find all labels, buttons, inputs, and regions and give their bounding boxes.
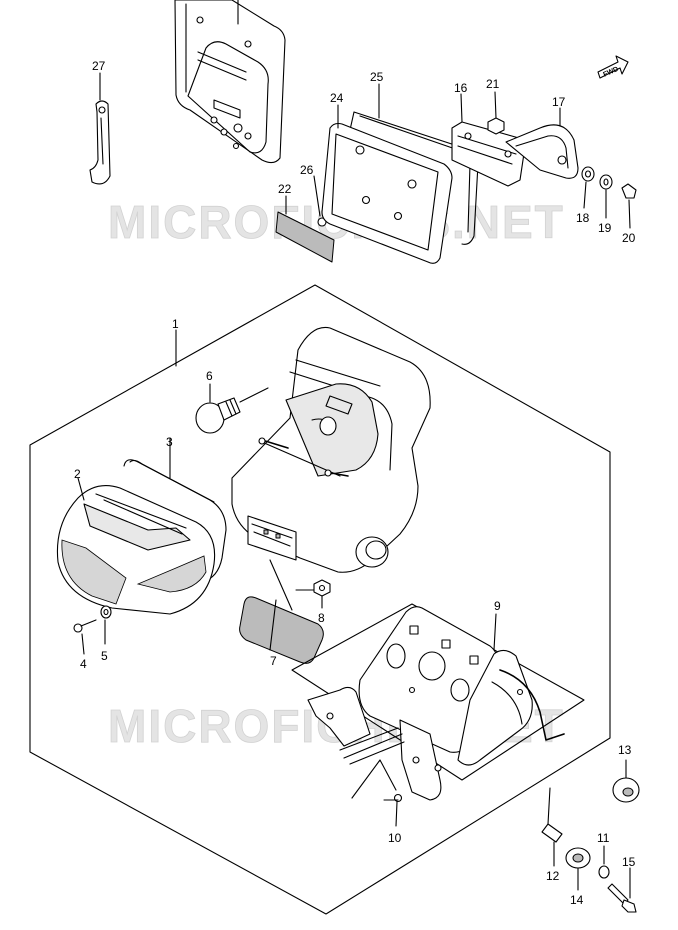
callout-8: 8: [318, 611, 325, 625]
callout-5: 5: [101, 649, 108, 663]
callout-10: 10: [388, 831, 402, 845]
part-17-housing: [505, 107, 579, 179]
part-12-connector: [541, 787, 563, 867]
callout-27: 27: [92, 59, 106, 73]
callout-2: 2: [74, 467, 81, 481]
callout-9: 9: [494, 599, 501, 613]
part-9-harness: [291, 603, 585, 801]
callout-13: 13: [618, 743, 632, 757]
callout-7: 7: [270, 654, 277, 668]
part-20-screw: [621, 183, 637, 229]
part-14-grommet: [565, 847, 591, 891]
callout-1: 1: [172, 317, 179, 331]
part-15-bolt: [607, 867, 637, 913]
part-5-washer: [100, 605, 112, 645]
callout-6: 6: [206, 369, 213, 383]
callout-11: 11: [597, 831, 610, 845]
callout-15: 15: [622, 855, 636, 869]
callout-17: 17: [552, 95, 566, 109]
part-4-screw: [73, 619, 97, 655]
part-13-grommet: [612, 759, 640, 803]
callout-25: 25: [370, 70, 384, 84]
assembly-frame: [29, 284, 611, 915]
callout-22: 22: [278, 182, 292, 196]
callout-14: 14: [570, 893, 584, 907]
part-19-washer: [599, 174, 613, 219]
part-16-bracket: [451, 93, 527, 187]
part-27-strap: [89, 72, 111, 185]
part-21-nut: [487, 91, 505, 135]
part-7-reflector: [239, 559, 324, 664]
fwd-label: FWD: [602, 66, 619, 79]
callout-4: 4: [80, 657, 87, 671]
part-18-grommet: [581, 166, 595, 209]
part-6-bulb: [195, 383, 269, 434]
callout-16: 16: [454, 81, 468, 95]
part-3-gasket: [123, 437, 227, 583]
fwd-arrow-icon: FWD: [597, 55, 629, 79]
callout-12: 12: [546, 869, 560, 883]
callout-19: 19: [598, 221, 612, 235]
callout-26: 26: [300, 163, 314, 177]
part-10-screw: [351, 759, 403, 827]
part-8-nut: [295, 579, 331, 609]
callout-20: 20: [622, 231, 636, 245]
license-plate-bracket: [174, 0, 286, 164]
lamp-housing: [231, 326, 431, 573]
callout-18: 18: [576, 211, 590, 225]
callout-labels: 1 2 3 4 5 6 7 8 9 10 11 12 13 14 15 16 1…: [74, 59, 636, 907]
callout-21: 21: [486, 77, 500, 91]
part-2-lens: [56, 477, 216, 615]
part-24-lamp-lens: [321, 104, 453, 264]
callout-3: 3: [166, 435, 173, 449]
callout-24: 24: [330, 91, 344, 105]
part-22-reflector: [275, 195, 335, 263]
part-11-washer: [598, 845, 610, 879]
